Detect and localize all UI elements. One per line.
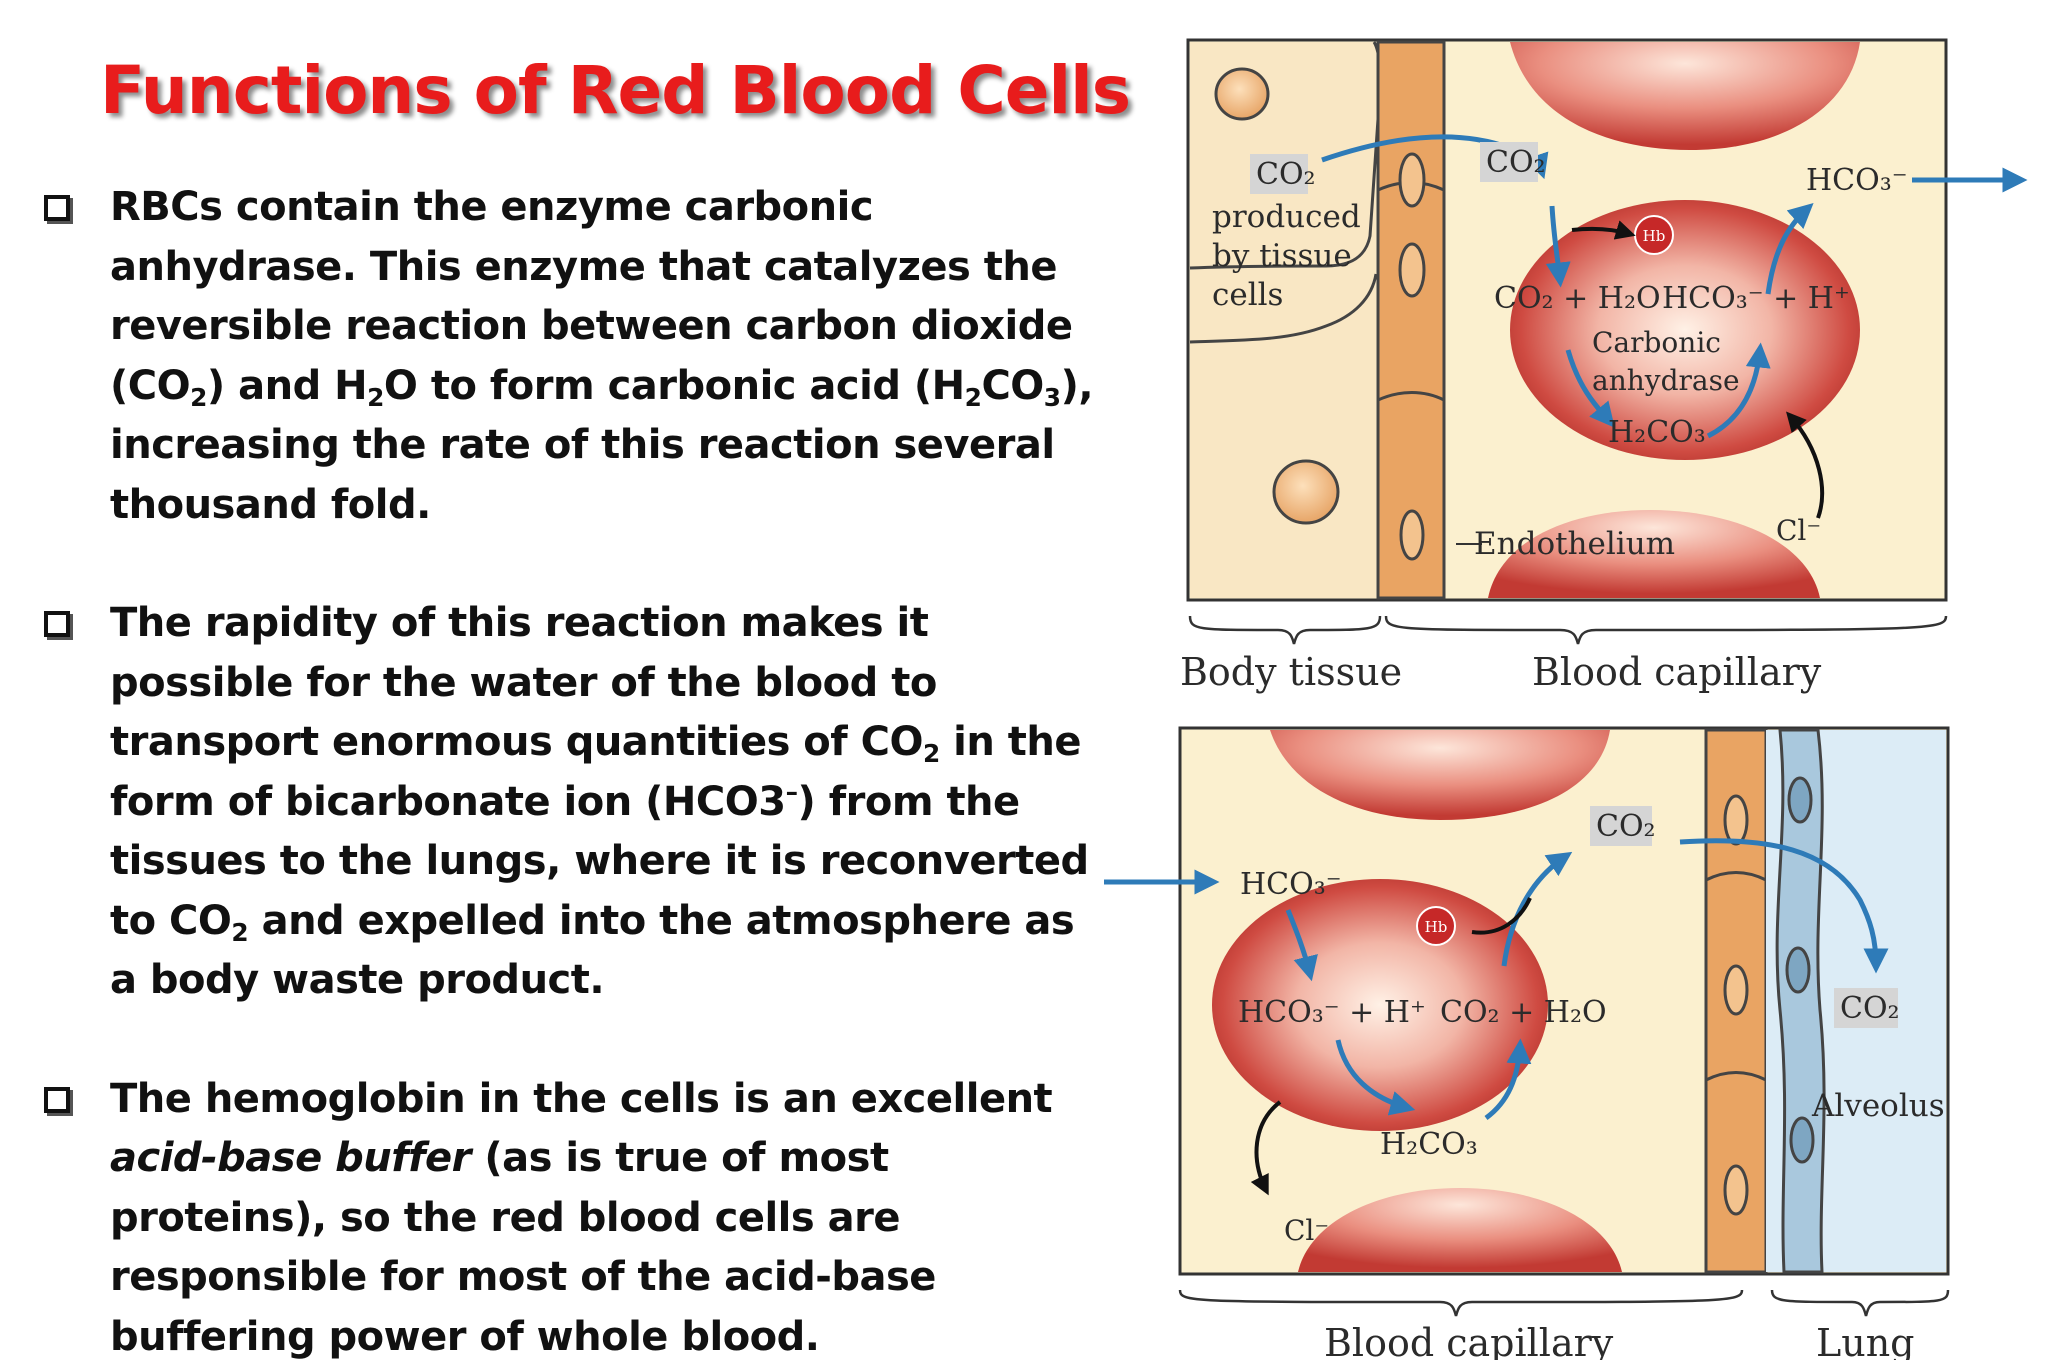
enzyme-label: Carbonic — [1592, 326, 1721, 359]
nucleus-icon — [1400, 244, 1424, 296]
nucleus-icon — [1789, 778, 1811, 822]
bracket — [1180, 1290, 1742, 1316]
nucleus-icon — [1400, 154, 1424, 206]
h2co3-label: H₂CO₃ — [1380, 1127, 1478, 1162]
endothelium-label: Endothelium — [1474, 526, 1675, 562]
bullet-item: RBCs contain the enzyme carbonic anhydra… — [44, 178, 1094, 535]
h2co3-label: H₂CO₃ — [1608, 415, 1706, 450]
reaction-right-label: HCO₃⁻ + H⁺ — [1662, 281, 1850, 316]
nucleus-icon — [1791, 1118, 1813, 1162]
checkbox-icon — [44, 195, 70, 221]
top-panel: Hb CO₂ produced by tissue cells CO₂ HCO₃… — [1180, 40, 2020, 694]
bullet-text: The rapidity of this reaction makes it p… — [110, 594, 1094, 1011]
checkbox-icon — [44, 611, 70, 637]
bullet-text: The hemoglobin in the cells is an excell… — [110, 1070, 1094, 1367]
nucleus-icon — [1216, 69, 1268, 119]
body-tissue-label: Body tissue — [1180, 650, 1402, 694]
co2-tissue-label: CO₂ — [1256, 157, 1316, 192]
bracket — [1190, 616, 1380, 644]
chloride-label: Cl⁻ — [1776, 514, 1821, 547]
blood-capillary-label: Blood capillary — [1324, 1321, 1614, 1360]
produced-label: produced — [1212, 199, 1361, 235]
nucleus-icon — [1787, 948, 1809, 992]
bullet-item: The rapidity of this reaction makes it p… — [44, 594, 1094, 1011]
nucleus-icon — [1725, 796, 1747, 844]
nucleus-icon — [1725, 966, 1747, 1014]
bullet-list: RBCs contain the enzyme carbonic anhydra… — [44, 178, 1094, 1367]
co2-capillary-label: CO₂ — [1486, 145, 1546, 180]
reaction-left-label: HCO₃⁻ + H⁺ — [1238, 995, 1426, 1030]
produced-label: cells — [1212, 277, 1283, 313]
blood-capillary-label: Blood capillary — [1532, 650, 1822, 694]
hco3-label: HCO₃⁻ — [1240, 867, 1342, 902]
bracket — [1386, 616, 1946, 644]
co2-alveolus-label: CO₂ — [1840, 991, 1900, 1026]
chloride-label: Cl⁻ — [1284, 1214, 1329, 1247]
page-title: Functions of Red Blood Cells — [100, 52, 1130, 129]
checkbox-icon — [44, 1087, 70, 1113]
reaction-left-label: CO₂ + H₂O — [1494, 281, 1661, 316]
bullet-text: RBCs contain the enzyme carbonic anhydra… — [110, 178, 1094, 535]
alveolus-label: Alveolus — [1811, 1088, 1945, 1124]
hco3-label: HCO₃⁻ — [1806, 163, 1908, 198]
co2-transport-diagram: Hb CO₂ produced by tissue cells CO₂ HCO₃… — [1090, 30, 2048, 1360]
produced-label: by tissue — [1212, 238, 1352, 274]
reaction-right-label: CO₂ + H₂O — [1440, 995, 1607, 1030]
co2-out-label: CO₂ — [1596, 809, 1656, 844]
hb-label: Hb — [1643, 227, 1666, 245]
nucleus-icon — [1725, 1166, 1747, 1214]
hb-label: Hb — [1425, 918, 1448, 936]
nucleus-icon — [1274, 461, 1338, 523]
enzyme-label: anhydrase — [1592, 364, 1740, 397]
bullet-item: The hemoglobin in the cells is an excell… — [44, 1070, 1094, 1367]
bracket — [1772, 1290, 1948, 1316]
bottom-panel: Hb HCO₃⁻ CO₂ HCO₃⁻ + H⁺ CO₂ + H₂O H₂CO₃ … — [1104, 728, 1948, 1360]
lung-label: Lung — [1816, 1321, 1915, 1360]
nucleus-icon — [1401, 511, 1423, 559]
